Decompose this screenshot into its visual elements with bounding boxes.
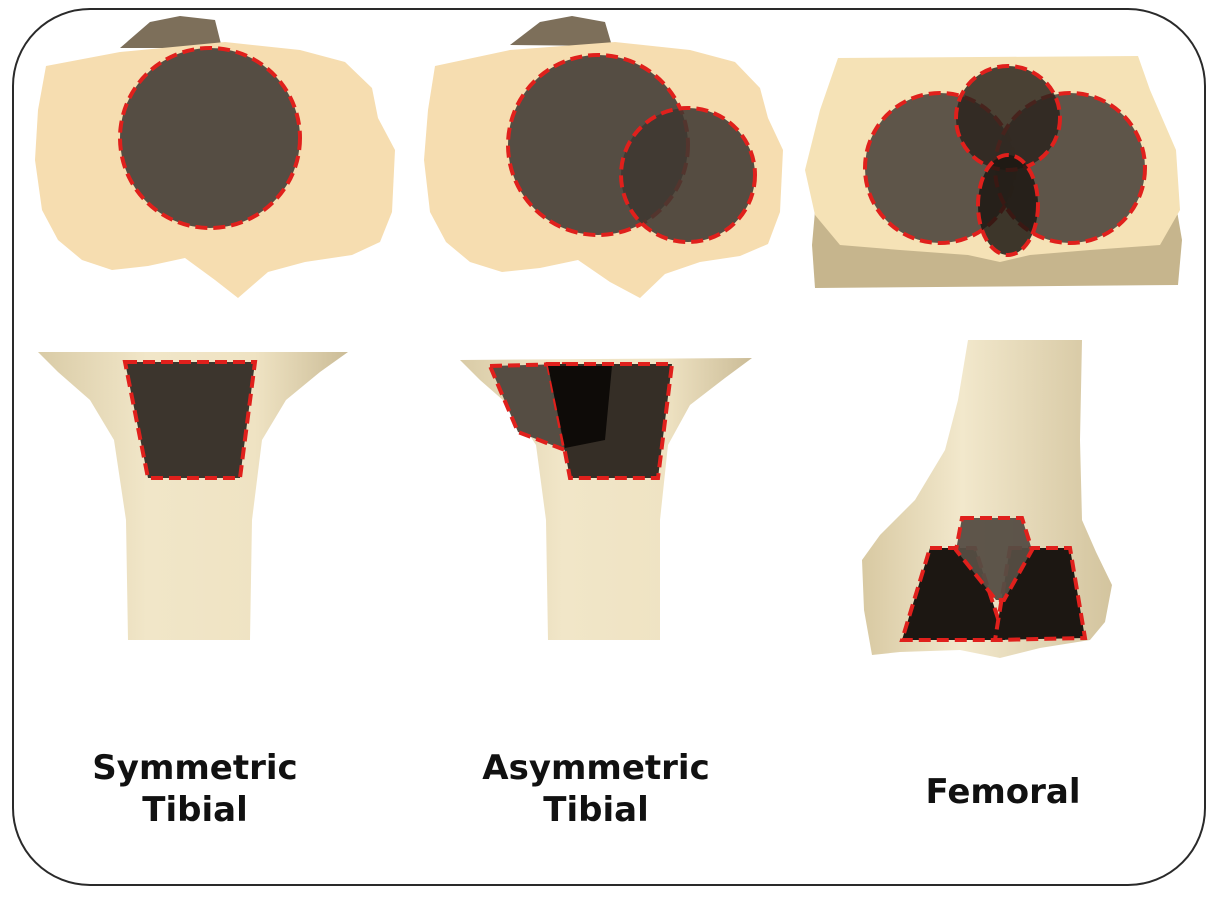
femoral-coronal-view xyxy=(862,340,1112,658)
femoral-label: Femoral xyxy=(890,771,1116,813)
asymmetric-label-line2: Tibial xyxy=(460,789,732,831)
asymmetric-label-line1: Asymmetric xyxy=(460,747,732,789)
asymmetric-tibial-label: Asymmetric Tibial xyxy=(460,747,732,831)
asymmetric-tibial-coronal-view xyxy=(460,358,752,640)
femoral-defect-circle-bottom xyxy=(978,155,1038,255)
symmetric-defect-circle xyxy=(120,48,300,228)
femoral-distal-view xyxy=(805,56,1182,288)
symmetric-label-line2: Tibial xyxy=(70,789,320,831)
symmetric-tibial-top-view xyxy=(35,16,395,298)
tibial-plateau-shadow xyxy=(510,16,612,46)
femoral-label-text: Femoral xyxy=(890,771,1116,813)
asymmetric-defect-circle-small xyxy=(621,108,755,242)
tibial-plateau-shadow xyxy=(120,16,222,48)
symmetric-label-line1: Symmetric xyxy=(70,747,320,789)
asymmetric-tibial-top-view xyxy=(424,16,783,298)
symmetric-tibial-coronal-view xyxy=(38,352,348,640)
symmetric-tibial-label: Symmetric Tibial xyxy=(70,747,320,831)
